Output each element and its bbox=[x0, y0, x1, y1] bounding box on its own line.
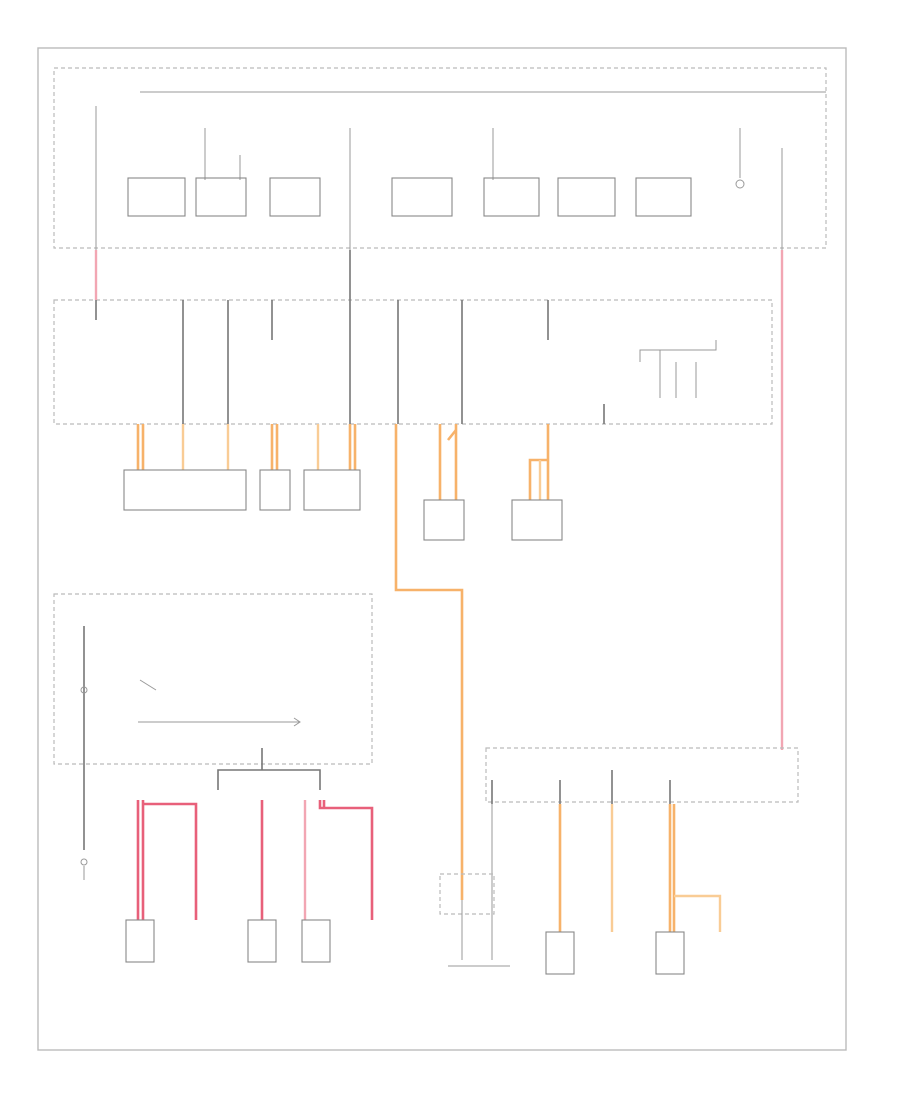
upper-modules bbox=[123, 424, 563, 900]
lower-right-fuse-block bbox=[439, 747, 799, 967]
second-fuse-block bbox=[53, 299, 773, 425]
lower-left-modules bbox=[125, 800, 374, 963]
lower-right-modules bbox=[545, 804, 722, 975]
outer-border bbox=[37, 47, 847, 1051]
lower-left-fuse-block bbox=[53, 593, 373, 880]
top-fuse-block bbox=[53, 67, 827, 250]
